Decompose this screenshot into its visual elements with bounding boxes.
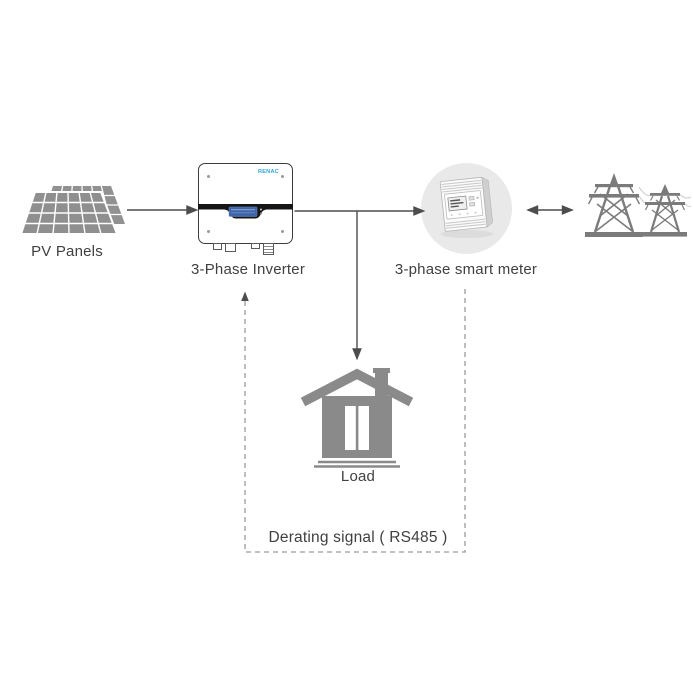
transmission-towers-icon [585, 173, 691, 237]
arrowhead-left [526, 205, 539, 215]
smart-meter-label: 3-phase smart meter [394, 261, 538, 278]
screw-icon [281, 230, 284, 233]
solar-panels-icon [19, 185, 125, 235]
arrowhead-down [352, 348, 362, 361]
inverter-icon: RENAC [197, 163, 293, 255]
derating-signal-label: Derating signal ( RS485 ) [268, 529, 448, 546]
pv-front-panel [19, 191, 119, 235]
screw-icon [281, 175, 284, 178]
house-icon [300, 368, 414, 468]
tower-small [643, 184, 687, 237]
ac-connector [251, 243, 260, 249]
arrowhead-right [186, 205, 199, 215]
dc-connector [213, 243, 222, 250]
inverter-label: 3-Phase Inverter [190, 261, 306, 278]
led-indicator [259, 208, 262, 211]
inverter-display-band [197, 204, 293, 219]
tower-large [585, 173, 643, 237]
screw-icon [207, 175, 210, 178]
ac-connector [263, 243, 274, 255]
din-rail-meter-body [439, 176, 493, 232]
dc-connector [225, 243, 236, 252]
load-label: Load [340, 468, 376, 485]
smart-meter-icon [421, 163, 512, 254]
arrowhead-up [241, 291, 249, 301]
button-dot [259, 212, 262, 215]
lcd-display [228, 206, 257, 217]
inverter-brand-logo: RENAC [257, 169, 279, 175]
ground-lines [314, 460, 400, 468]
pv-panels-label: PV Panels [31, 243, 103, 260]
screw-icon [207, 230, 210, 233]
arrowhead-right [561, 205, 574, 215]
